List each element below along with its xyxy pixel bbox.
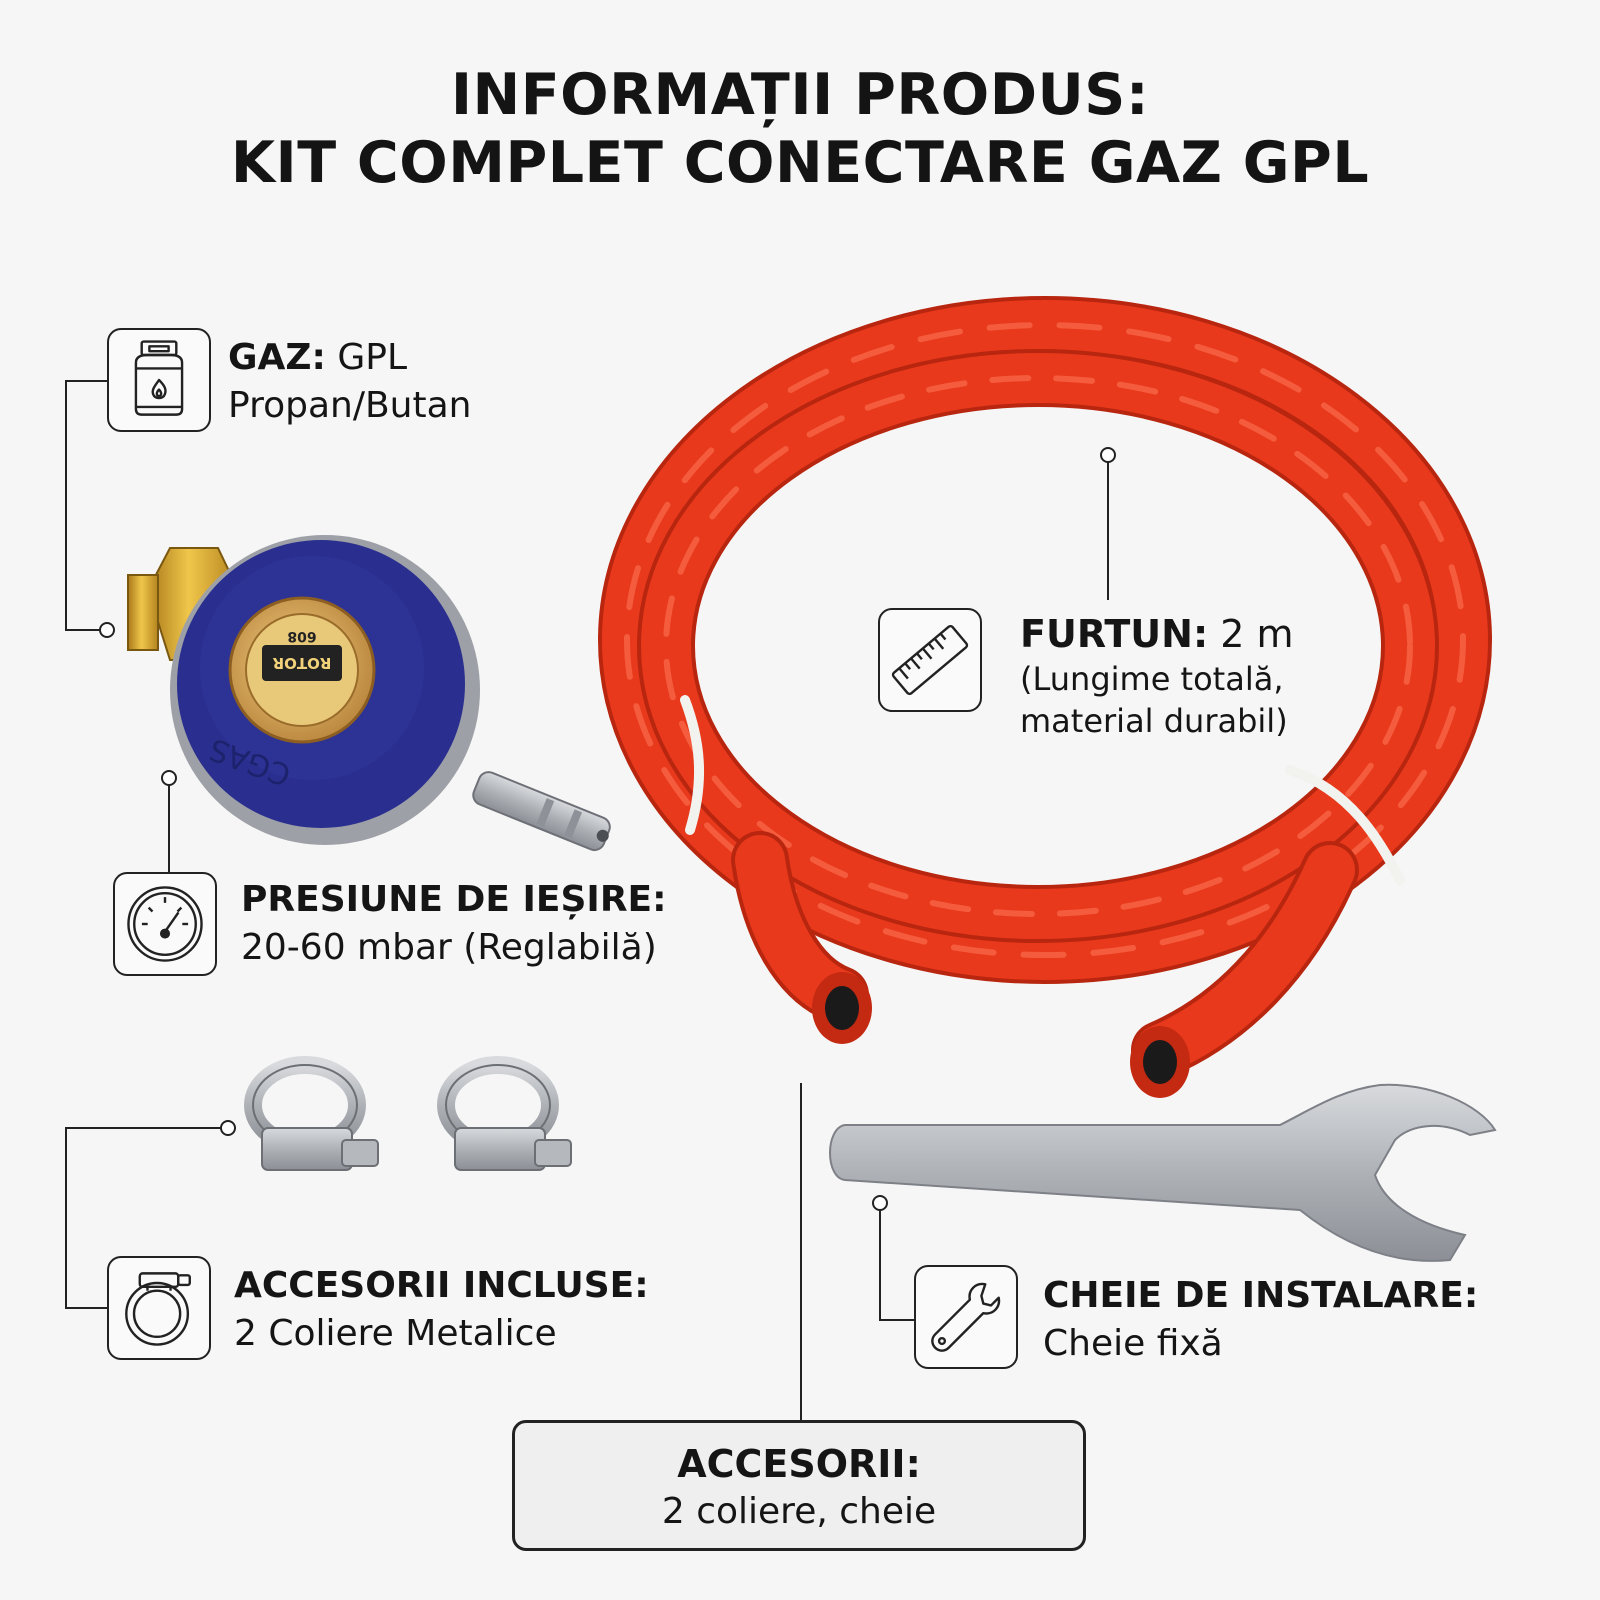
pressure-value: 20-60 mbar (Reglabilă) [241,926,657,968]
pressure-info: PRESIUNE DE IEȘIRE: 20-60 mbar (Reglabil… [241,876,667,972]
hose-clamp-image-2 [437,1056,572,1171]
included-accessories-info: ACCESORII INCLUSE: 2 Coliere Metalice [234,1262,649,1358]
hose-ends [812,972,1190,1098]
gas-hose-image [598,296,1492,1079]
gas-value-detail: Propan/Butan [228,384,472,426]
pressure-gauge-icon [113,872,217,976]
hose-info: FURTUN: 2 m (Lungime totală, material du… [1020,612,1294,743]
hose-detail-1: (Lungime totală, [1020,659,1284,698]
accessories-summary-box: ACCESORII: 2 coliere, cheie [512,1420,1086,1551]
pressure-label: PRESIUNE DE IEȘIRE: [241,879,667,920]
gas-cylinder-icon [107,328,211,432]
wrench-label: CHEIE DE INSTALARE: [1043,1275,1479,1316]
accessories-summary-label: ACCESORII: [677,1442,921,1486]
regulator-model: 608 [287,628,316,644]
cable-ties [680,695,1405,885]
wrench-value: Cheie fixă [1043,1322,1223,1364]
included-accessories-value: 2 Coliere Metalice [234,1312,557,1354]
ruler-icon [878,608,982,712]
regulator-brand: ROTOR [272,654,331,672]
hose-clamp-icon [107,1256,211,1360]
gas-value: GPL [337,337,408,378]
hose-clamp-image-1 [244,1056,379,1171]
wrench-icon [914,1265,1018,1369]
hose-length: 2 m [1220,612,1294,656]
connector-dots [99,447,1116,1211]
connector-lines [65,380,1109,1420]
wrench-image [829,1083,1497,1262]
gas-regulator-image: ROTOR 608 CGAS [127,535,611,852]
wrench-info: CHEIE DE INSTALARE: Cheie fixă [1043,1272,1478,1368]
title-line-2: KIT COMPLET CONECTARE GAZ GPL [230,129,1370,196]
hose-label: FURTUN: [1020,612,1209,656]
gas-label: GAZ: [228,337,326,378]
hose-detail-2: material durabil) [1020,702,1288,741]
page-title: INFORMAȚII PRODUS: KIT COMPLET CONECTARE… [0,62,1600,198]
gas-info: GAZ: GPL Propan/Butan [228,334,471,430]
included-accessories-label: ACCESORII INCLUSE: [234,1265,649,1306]
title-line-1: INFORMAȚII PRODUS: [450,62,1150,128]
accessories-summary-value: 2 coliere, cheie [661,1490,937,1532]
